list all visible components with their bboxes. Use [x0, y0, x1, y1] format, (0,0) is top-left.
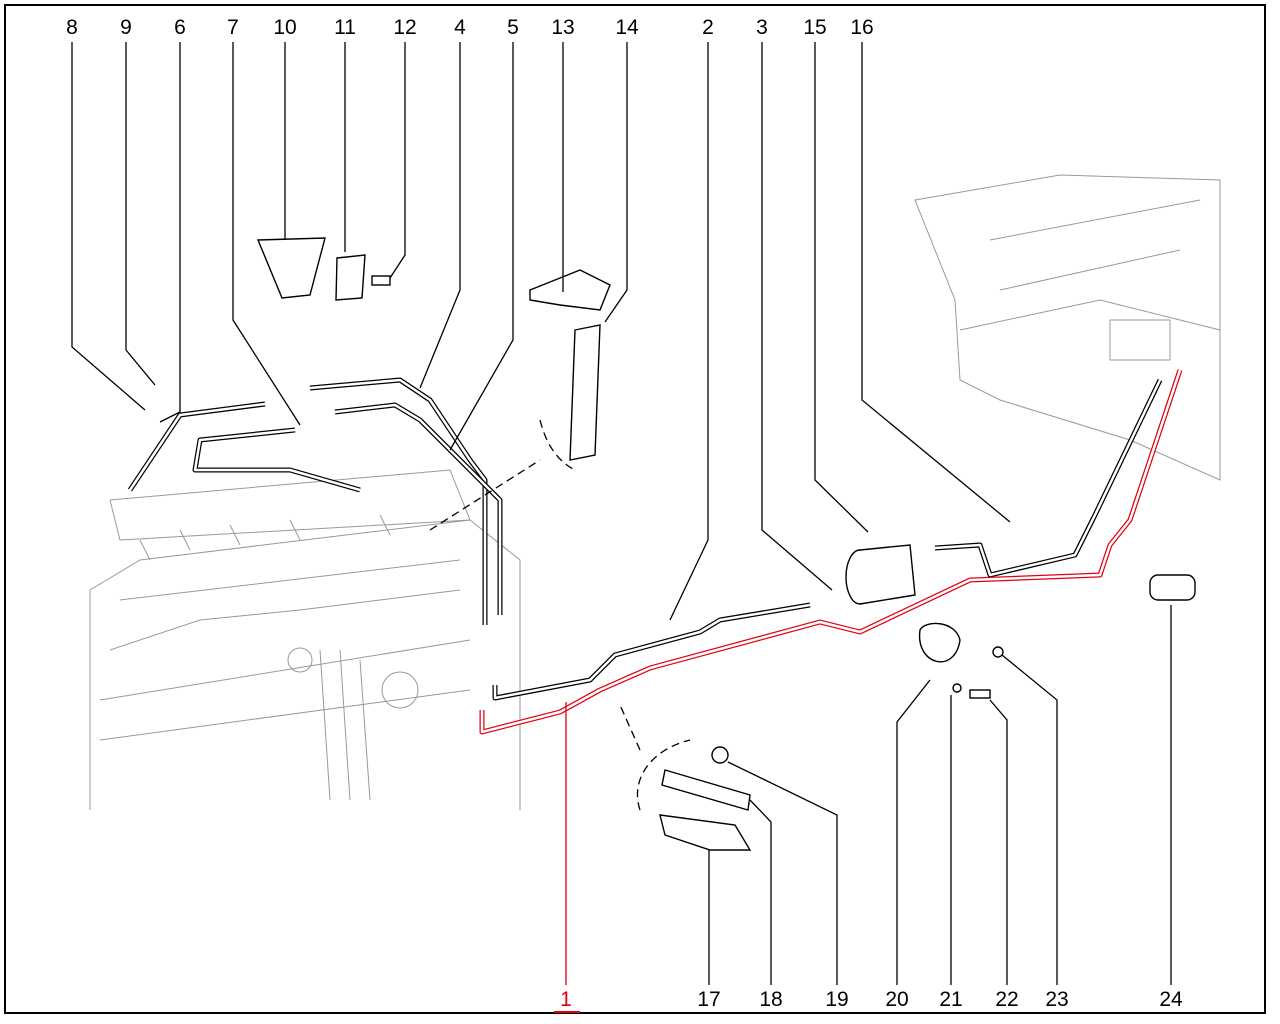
grommet-part-24: [1149, 574, 1196, 601]
callout-18: 18: [759, 988, 782, 1011]
callout-14: 14: [615, 16, 639, 39]
callout-1[interactable]: 1: [560, 988, 572, 1011]
bolt-part-22: [969, 689, 991, 699]
callout-16: 16: [850, 16, 873, 39]
support-part-14: [569, 324, 601, 461]
callout-23: 23: [1045, 988, 1068, 1011]
callout-12: 12: [393, 16, 416, 39]
callout-13: 13: [551, 16, 574, 39]
callout-22: 22: [995, 988, 1018, 1011]
nut-part-19: [711, 746, 729, 764]
fuel-filter: [845, 544, 916, 605]
callout-17: 17: [697, 988, 720, 1011]
clip-part-17: [659, 814, 752, 851]
clip-part-11: [335, 254, 366, 301]
callout-2: 2: [702, 16, 714, 39]
callout-9: 9: [120, 16, 132, 39]
callout-3: 3: [756, 16, 768, 39]
fuel-tank-outline: [914, 174, 1221, 481]
nut-part-23: [992, 646, 1004, 658]
callout-19: 19: [825, 988, 848, 1011]
bolt-part-12: [371, 275, 391, 286]
top-leader-lines: [71, 42, 1011, 621]
diagram-frame: [4, 4, 1266, 1014]
washer-part-21: [952, 683, 962, 693]
callout-10: 10: [273, 16, 296, 39]
fuel-pipe-part-1[interactable]: [479, 369, 1183, 735]
callout-7: 7: [227, 16, 239, 39]
callout-6: 6: [174, 16, 186, 39]
engine-outline: [89, 469, 521, 810]
clip-part-18: [661, 769, 751, 811]
bracket-part-10: [256, 237, 326, 299]
callout-11: 11: [334, 16, 356, 39]
callout-4: 4: [454, 16, 466, 39]
callout-21: 21: [939, 988, 962, 1011]
bottom-leader-lines: [565, 605, 1172, 985]
callout-5: 5: [507, 16, 519, 39]
callout-15: 15: [803, 16, 826, 39]
clamp-part-20: [918, 622, 961, 663]
callout-20: 20: [885, 988, 908, 1011]
bracket-part-13: [529, 269, 611, 311]
callout-24: 24: [1159, 988, 1183, 1011]
callout-8: 8: [66, 16, 78, 39]
